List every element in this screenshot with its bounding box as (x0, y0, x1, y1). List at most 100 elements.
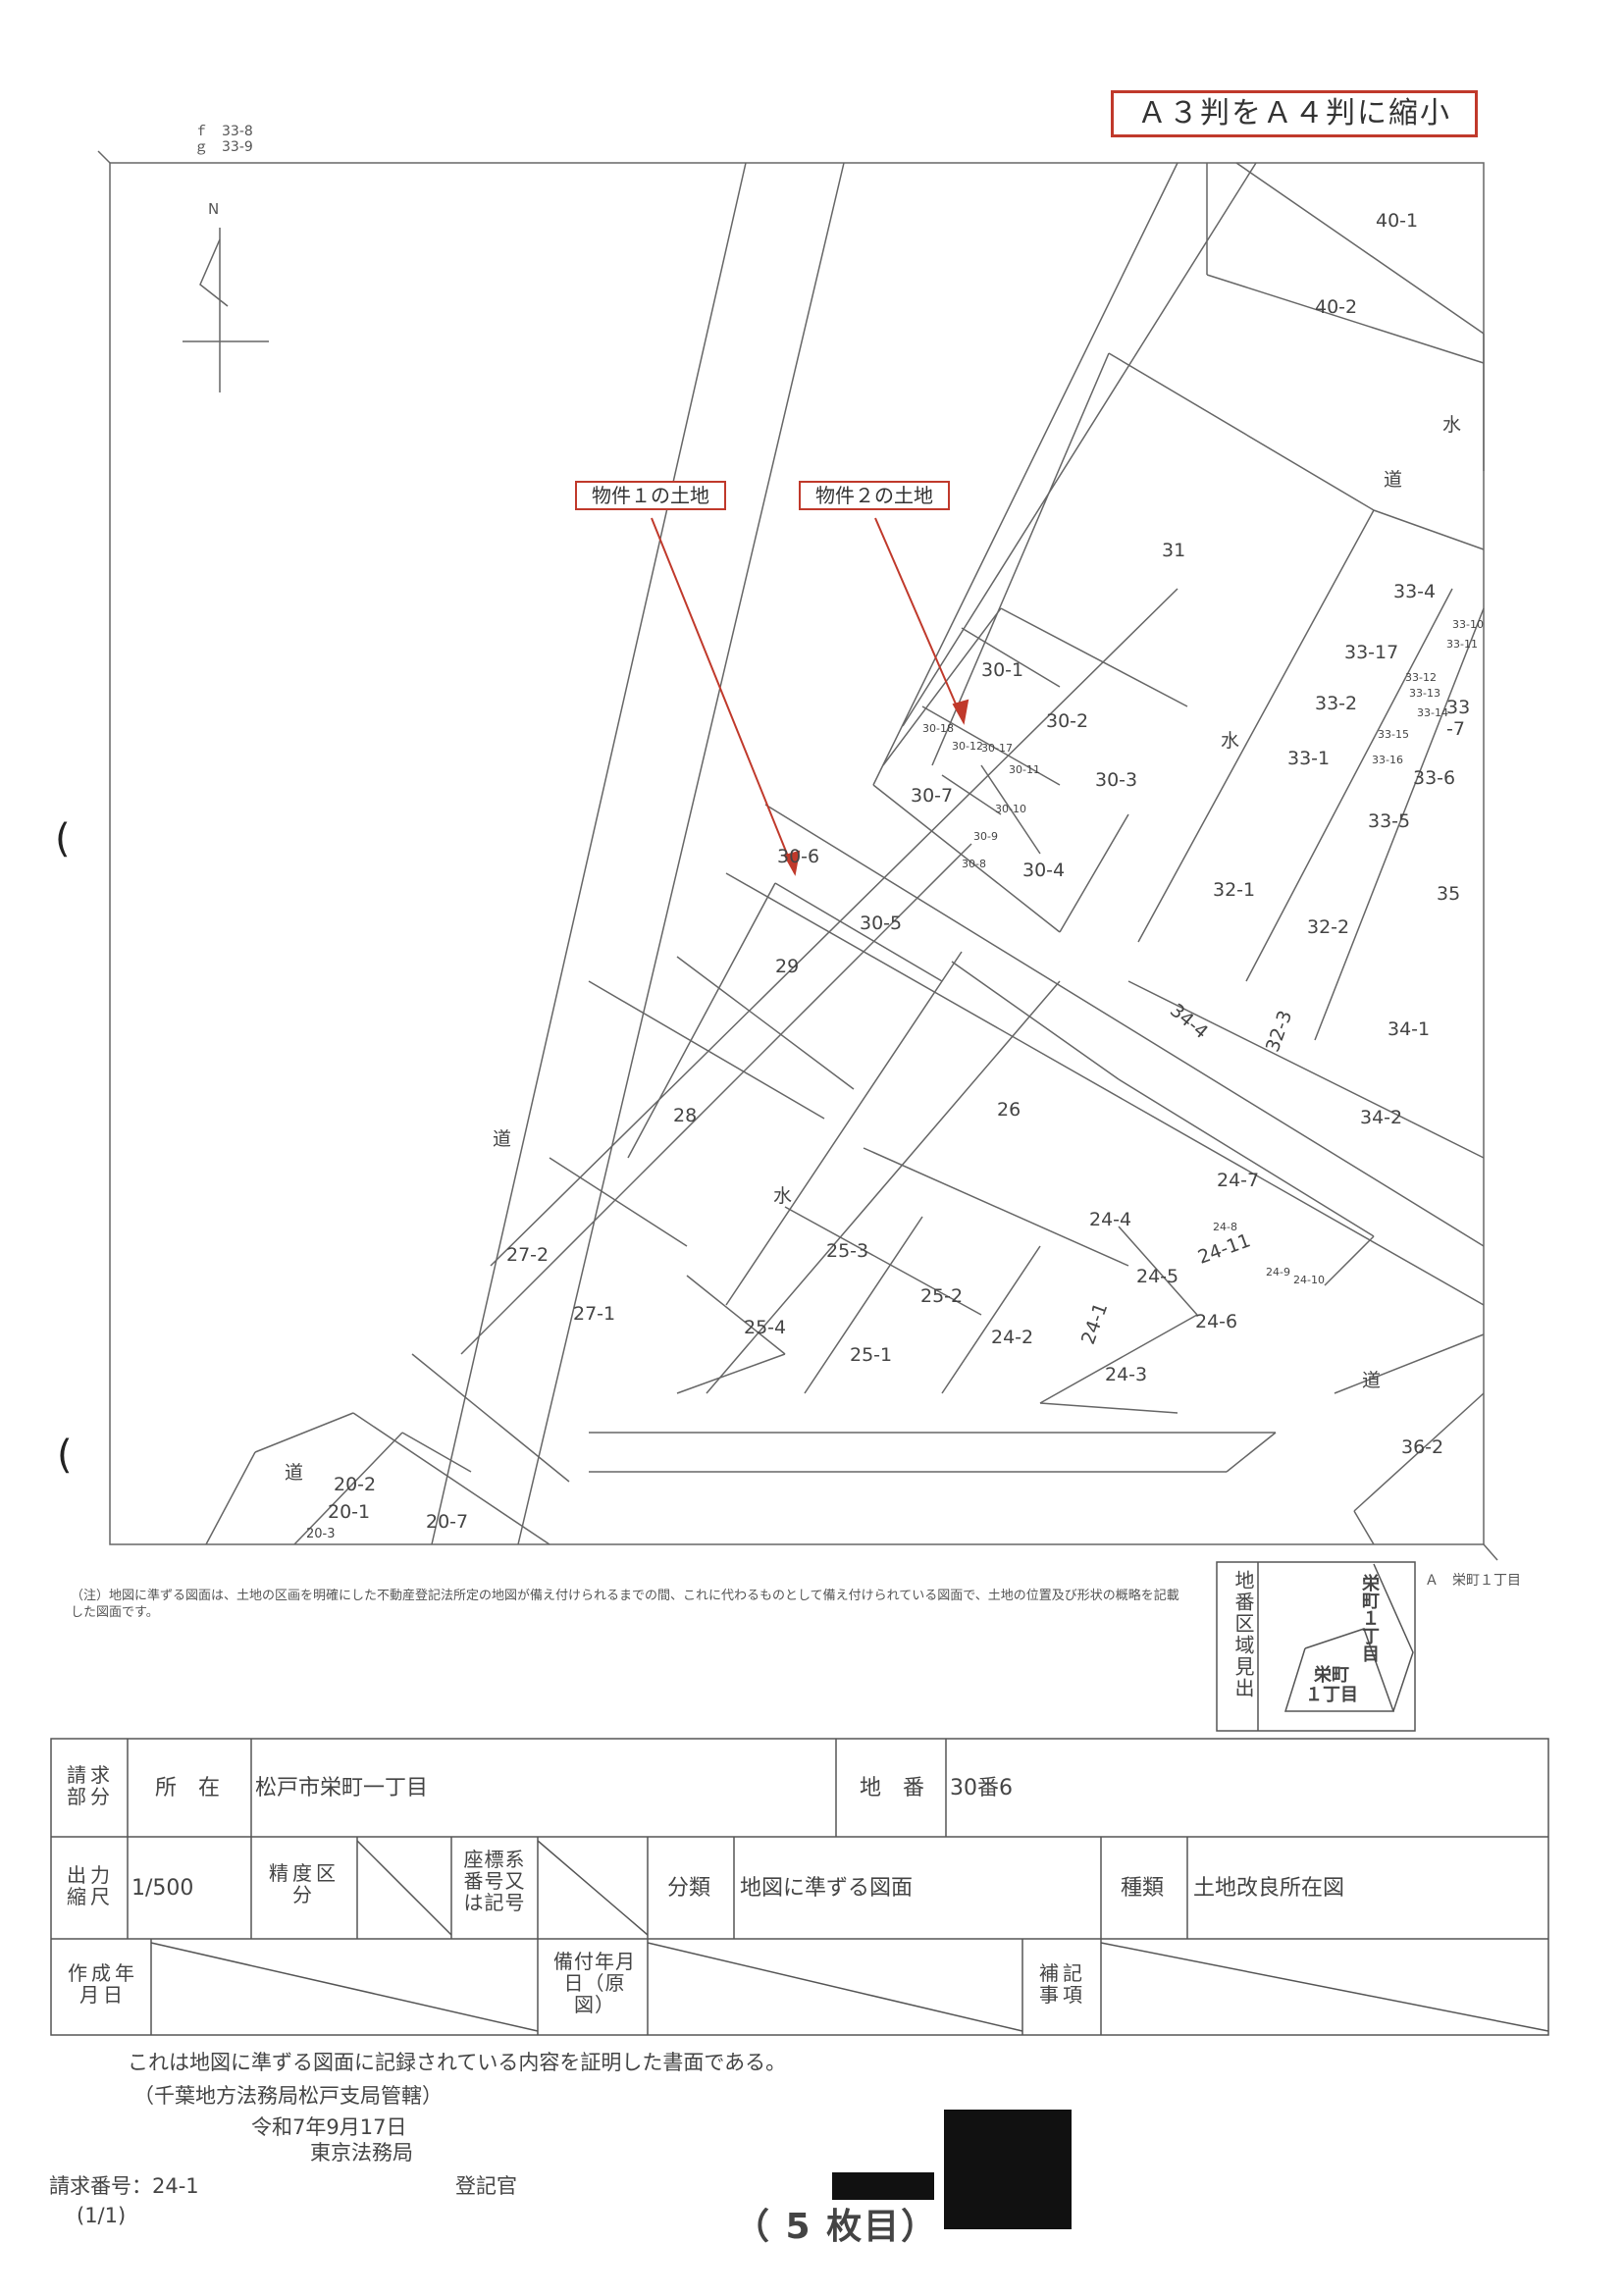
parcel-label: 20-3 (306, 1527, 336, 1541)
parcel-label: 32-2 (1307, 916, 1350, 938)
parcel-label: 20-2 (334, 1474, 377, 1495)
sheet-count: （ 5 枚目） (734, 2207, 939, 2247)
parcel-label: 30-6 (777, 846, 820, 867)
remarks-label: 補記事項 (1039, 1961, 1086, 2007)
parcel-label: 26 (997, 1099, 1021, 1121)
parcel-label: 20-1 (328, 1501, 371, 1523)
parcel-label: 30-8 (962, 858, 986, 870)
classification-value: 地図に準ずる図面 (740, 1876, 914, 1901)
north-label: N (208, 200, 220, 218)
type-label: 種類 (1121, 1876, 1165, 1901)
parcel-label: 30-18 (922, 722, 954, 735)
key-map-district-1: 栄町１丁目 (1359, 1574, 1380, 1662)
parcel-label: 25-2 (920, 1285, 964, 1307)
parcel-label: 36-2 (1401, 1436, 1444, 1458)
certificate-date: 令和7年9月17日 (251, 2115, 407, 2139)
road-label: 道 (1384, 469, 1403, 491)
parcel-label: 33-1 (1287, 748, 1331, 769)
property-1-label: 物件１の土地 (575, 481, 726, 510)
certificate-jurisdiction: （千葉地方法務局松戸支局管轄） (133, 2084, 443, 2108)
parcel-label: 34-2 (1360, 1107, 1403, 1128)
parcel-label: 30-17 (981, 742, 1013, 755)
parcel-label: 25-4 (744, 1317, 787, 1338)
parcel-label: 24-2 (991, 1327, 1034, 1348)
parcel-label: 30-12 (952, 740, 983, 753)
road-label: 道 (285, 1462, 304, 1484)
water-label: 水 (1442, 414, 1462, 436)
key-map-title: 地番区域見出 (1231, 1570, 1255, 1699)
road-label: 道 (1362, 1370, 1382, 1391)
parcel-label: 40-2 (1315, 296, 1358, 318)
registrar-label: 登記官 (455, 2174, 517, 2198)
precision-label: 精度区分 (269, 1861, 340, 1906)
key-map-district-2: 栄町 １丁目 (1305, 1665, 1358, 1705)
parcel-label: 33-2 (1315, 693, 1358, 714)
parcel-label: 27-1 (573, 1303, 616, 1325)
parcel-label: 35 (1437, 883, 1461, 905)
parcel-label: 28 (673, 1105, 698, 1126)
parcel-label: 32-1 (1213, 879, 1256, 901)
parcel-label: 33-16 (1372, 754, 1403, 766)
location-value: 松戸市栄町一丁目 (255, 1776, 429, 1800)
location-label: 所 在 (155, 1776, 221, 1800)
parcel-label: 24-5 (1136, 1266, 1179, 1287)
certificate-office: 東京法務局 (310, 2141, 413, 2165)
parcel-label: 33-13 (1409, 687, 1440, 700)
binder-hole-mark: ( (55, 816, 71, 861)
coordinate-system-label: 座標系番号又は記号 (463, 1848, 526, 1914)
parcel-label: 30-5 (860, 913, 903, 934)
parcel-label: 33-6 (1413, 767, 1456, 789)
lot-label: 地 番 (860, 1776, 925, 1800)
parcel-label: 30-7 (911, 785, 954, 807)
parcel-label: 33-11 (1446, 638, 1478, 651)
parcel-label: 33-4 (1393, 581, 1437, 602)
water-label: 水 (773, 1185, 793, 1207)
parcel-label: 40-1 (1376, 210, 1419, 232)
parcel-label: 33-17 (1344, 642, 1399, 663)
footnote: （注）地図に準ずる図面は、土地の区画を明確にした不動産登記法所定の地図が備え付け… (71, 1589, 1179, 1620)
type-value: 土地改良所在図 (1193, 1876, 1345, 1901)
scale-value: 1/500 (131, 1876, 194, 1901)
parcel-label: 24-9 (1266, 1266, 1290, 1278)
certificate-statement: これは地図に準ずる図面に記録されている内容を証明した書面である。 (128, 2051, 787, 2074)
property-2-label: 物件２の土地 (799, 481, 950, 510)
parcel-label: 20-7 (426, 1511, 469, 1533)
parcel-label: 25-1 (850, 1344, 893, 1366)
parcel-label: 24-7 (1217, 1170, 1260, 1191)
parcel-label: 33-15 (1378, 728, 1409, 741)
redacted-seal (944, 2110, 1072, 2229)
scale-label: 出力縮尺 (67, 1863, 114, 1908)
map-ref-f: ｆ 33-8 (194, 124, 253, 139)
parcel-label: 33-14 (1417, 706, 1448, 719)
parcel-label: 30-11 (1009, 763, 1040, 776)
reduction-badge: Ａ３判をＡ４判に縮小 (1111, 90, 1478, 137)
parcel-label: 24-10 (1293, 1274, 1325, 1286)
parcel-label: 33-12 (1405, 671, 1437, 684)
parcel-label: 30-3 (1095, 769, 1138, 791)
parcel-label: 33-5 (1368, 810, 1411, 832)
parcel-label: 34-1 (1387, 1018, 1431, 1040)
water-label: 水 (1221, 730, 1240, 752)
parcel-label: 33-10 (1452, 618, 1484, 631)
parcel-label: 33 -7 (1446, 697, 1471, 740)
map-ref-g: ｇ 33-9 (194, 139, 253, 155)
parcel-label: 25-3 (826, 1240, 869, 1262)
parcel-label: 30-4 (1022, 860, 1066, 881)
parcel-label: 24-3 (1105, 1364, 1148, 1385)
parcel-label: 30-9 (973, 830, 998, 843)
parcel-label: 30-10 (995, 803, 1026, 815)
classification-label: 分類 (667, 1876, 711, 1901)
parcel-label: 29 (775, 956, 800, 977)
request-section-label: 請求部分 (67, 1763, 114, 1808)
parcel-label: 30-1 (981, 659, 1024, 681)
parcel-label: 31 (1162, 540, 1186, 561)
parcel-label: 24-6 (1195, 1311, 1238, 1332)
request-number: 請求番号：24-1 (49, 2174, 199, 2198)
road-label: 道 (493, 1128, 512, 1150)
binder-hole-mark: ( (57, 1433, 73, 1478)
created-date-label: 作成年月日 (68, 1961, 138, 2007)
page-indicator: (1/1) (77, 2204, 127, 2227)
redacted-name (832, 2172, 934, 2200)
parcel-label: 24-4 (1089, 1209, 1132, 1230)
